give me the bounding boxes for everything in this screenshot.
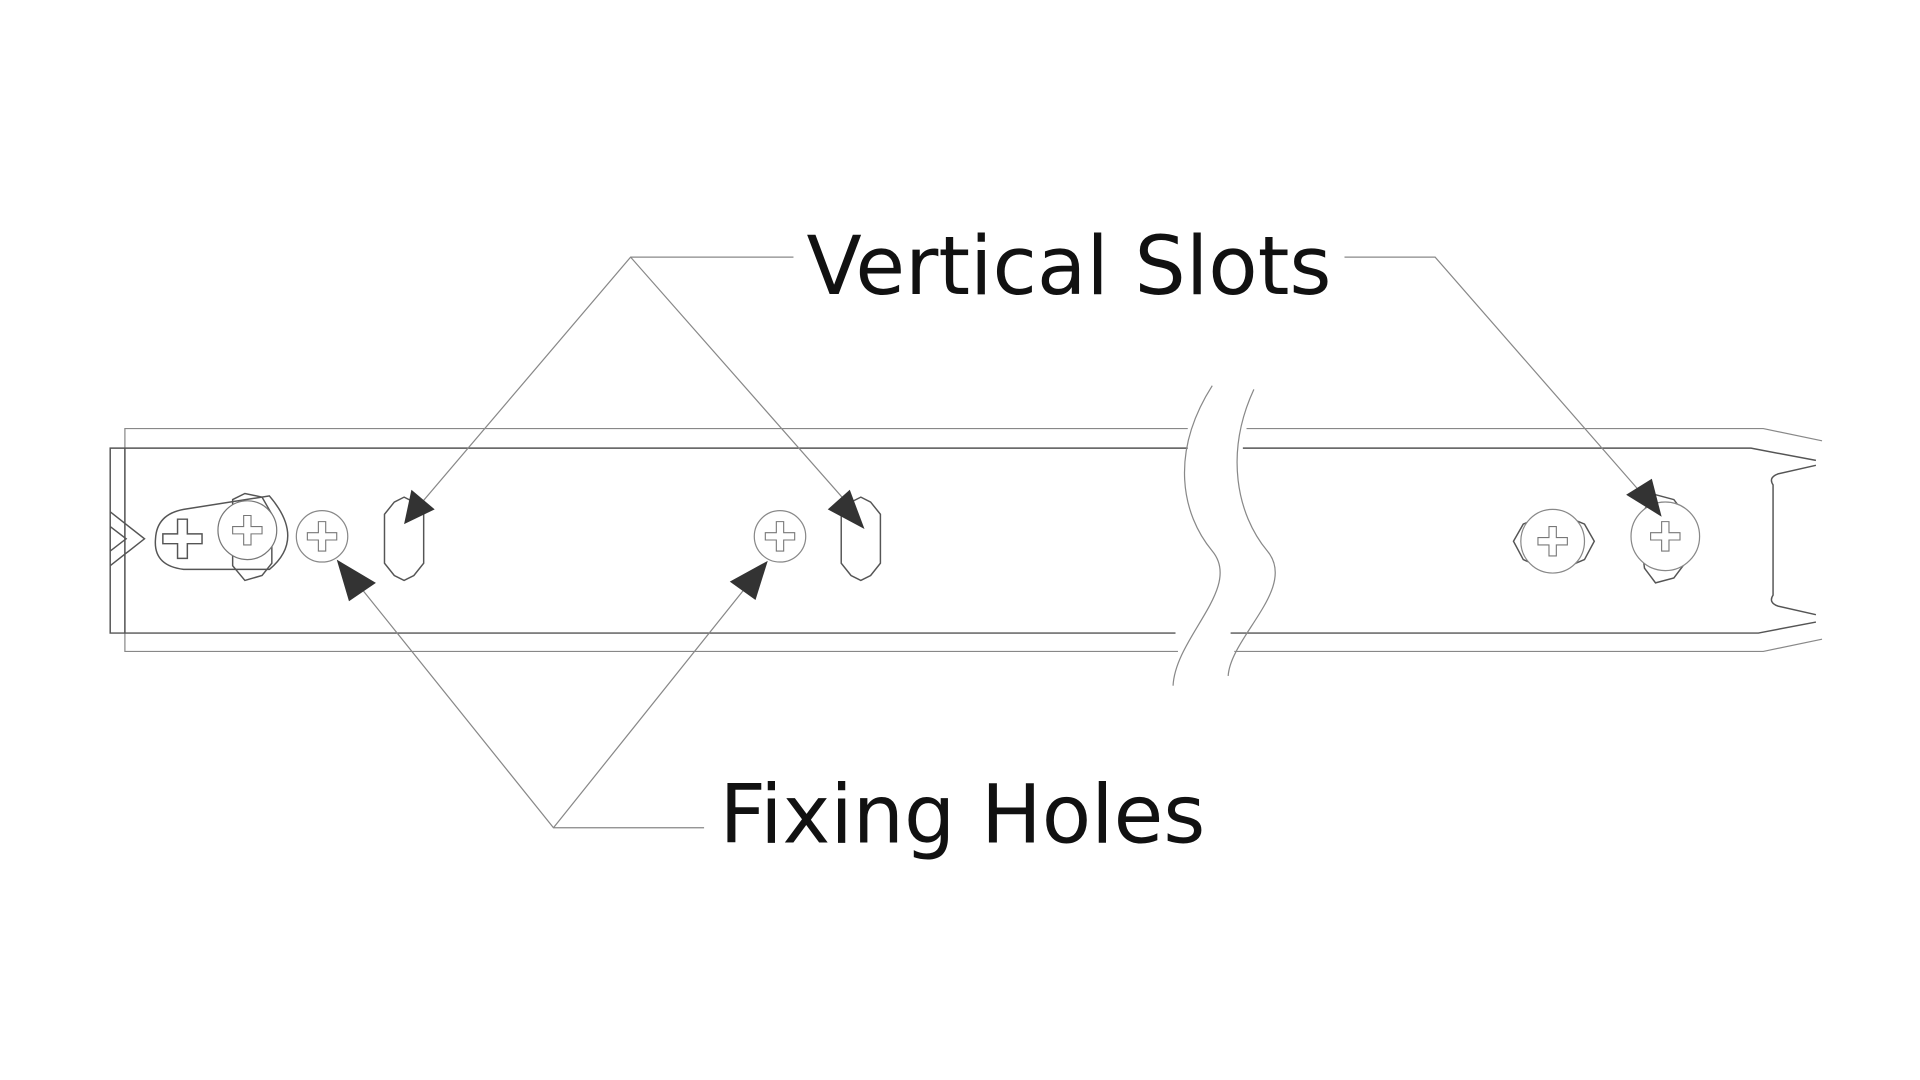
fixing-holes-leaders bbox=[336, 559, 768, 829]
fixing-hole bbox=[295, 510, 349, 563]
screw bbox=[1512, 508, 1596, 574]
screw-head-cross-icon bbox=[162, 518, 203, 560]
fixing-hole bbox=[753, 510, 807, 563]
arrowhead bbox=[404, 489, 435, 525]
vertical-slots-leaders bbox=[404, 256, 1662, 529]
arrowhead bbox=[1626, 478, 1662, 517]
left-end-fittings bbox=[109, 492, 289, 582]
fixing-holes-label: Fixing Holes bbox=[719, 768, 1205, 862]
screw bbox=[1630, 493, 1701, 584]
arrowhead bbox=[729, 560, 768, 600]
vertical-slots-label: Vertical Slots bbox=[806, 220, 1331, 314]
arrowhead bbox=[827, 489, 865, 529]
screw bbox=[217, 500, 278, 561]
break-lines bbox=[1172, 385, 1276, 686]
slide-rail bbox=[109, 427, 1823, 653]
arrowhead bbox=[336, 559, 376, 602]
